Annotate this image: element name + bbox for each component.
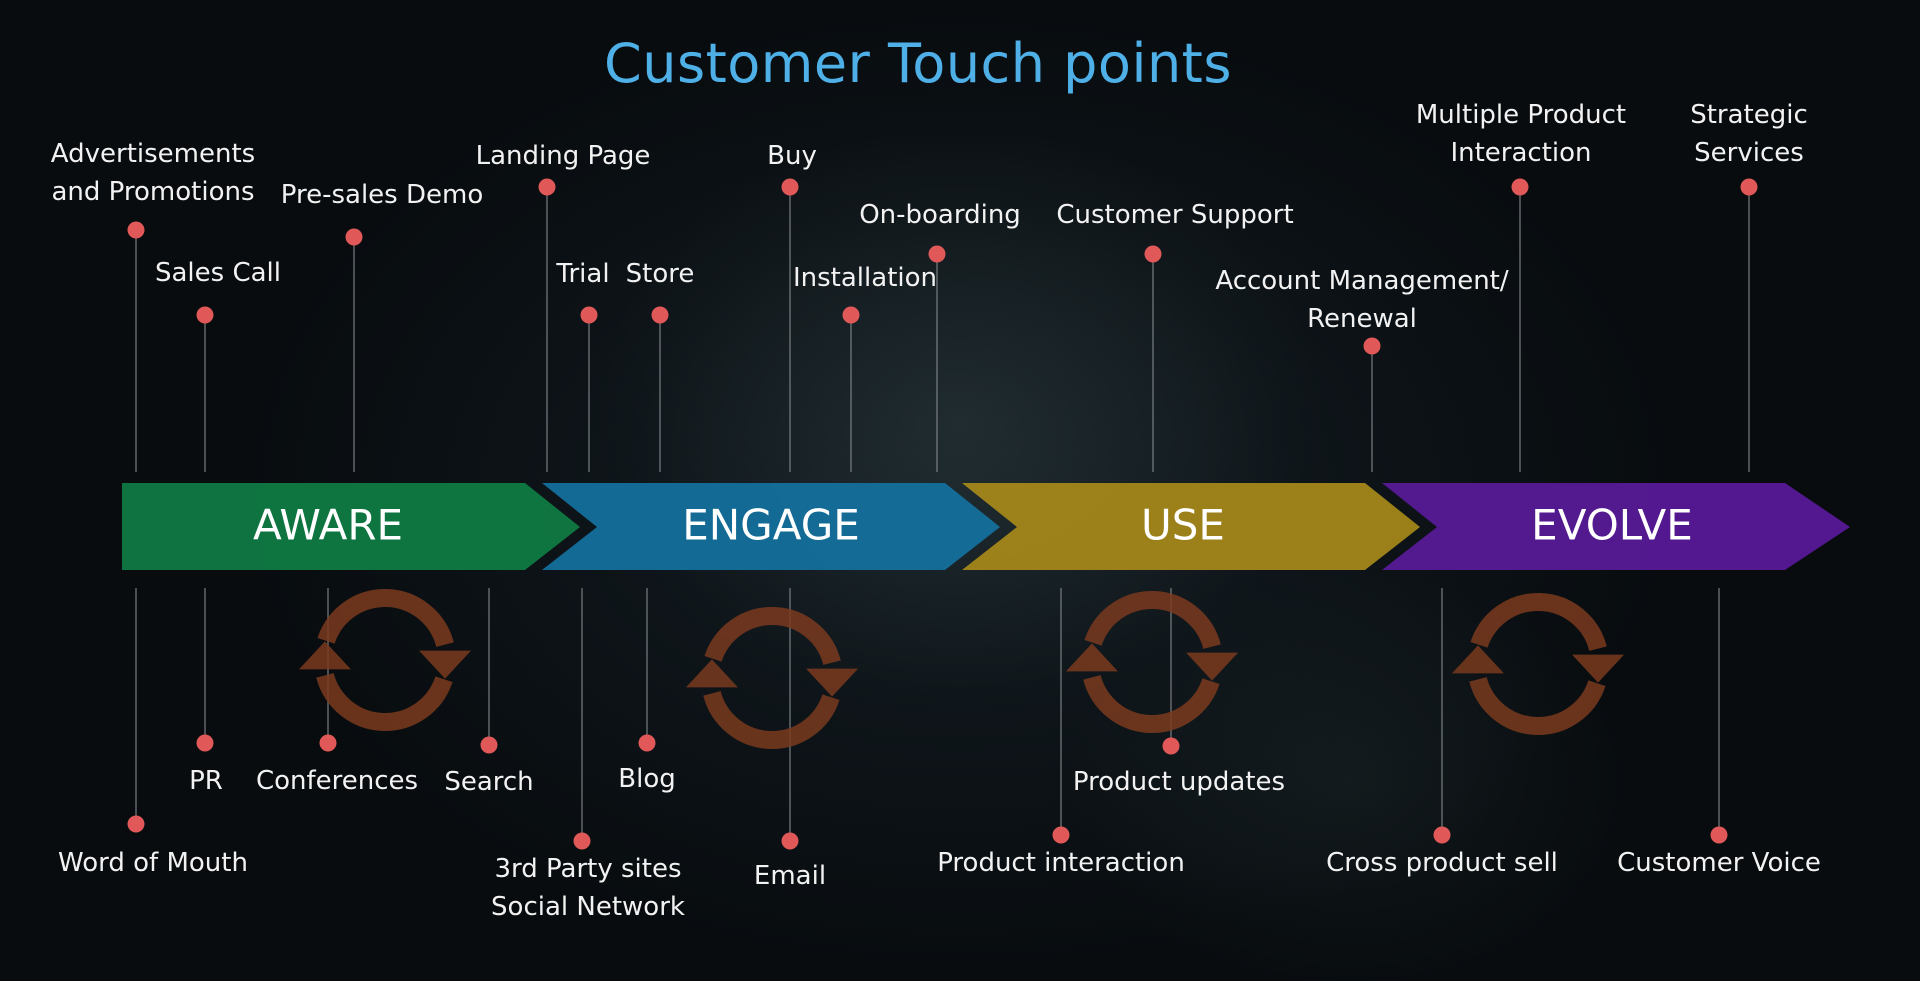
label-landing-page: Landing Page: [475, 141, 651, 171]
dot-product-updates: [1162, 737, 1180, 755]
dot-conferences: [319, 734, 337, 752]
cycle-icon: [1065, 591, 1239, 733]
label-email: Email: [753, 861, 827, 891]
label-cross-product-sell: Cross product sell: [1326, 848, 1558, 878]
dot-installation: [842, 306, 860, 324]
label-product-updates: Product updates: [1072, 767, 1286, 797]
label-installation: Installation: [792, 263, 938, 293]
dot-pr: [196, 734, 214, 752]
stage-arrows: AWARE ENGAGE USE EVOLVE: [122, 483, 1850, 570]
dot-product-interaction: [1052, 826, 1070, 844]
touchpoint-dots: [127, 178, 1758, 850]
label-search: Search: [444, 767, 534, 797]
dot-trial: [580, 306, 598, 324]
label-word-of-mouth: Word of Mouth: [58, 848, 248, 878]
stage-label-aware: AWARE: [253, 501, 403, 550]
dot-on-boarding: [928, 245, 946, 263]
dot-cross-product-sell: [1433, 826, 1451, 844]
label-advertisements: Advertisements and Promotions: [50, 139, 256, 207]
dot-blog: [638, 734, 656, 752]
label-multiple-product: Multiple Product Interaction: [1415, 100, 1627, 168]
label-pr: PR: [189, 766, 223, 796]
label-account-management: Account Management/ Renewal: [1215, 266, 1509, 334]
dot-customer-support: [1144, 245, 1162, 263]
dot-customer-voice: [1710, 826, 1728, 844]
dot-email: [781, 832, 799, 850]
dot-account-management: [1363, 337, 1381, 355]
label-sales-call: Sales Call: [154, 258, 282, 288]
dot-buy: [781, 178, 799, 196]
stage-arrow-evolve: [1382, 483, 1850, 570]
label-on-boarding: On-boarding: [859, 200, 1021, 230]
dot-sales-call: [196, 306, 214, 324]
stage-arrow-use: [962, 483, 1420, 570]
stage-label-engage: ENGAGE: [682, 501, 860, 550]
cycle-icon: [1451, 593, 1625, 735]
dot-strategic-services: [1740, 178, 1758, 196]
diagram-title: Customer Touch points: [604, 32, 1232, 95]
label-trial: Trial: [556, 259, 610, 289]
cycle-icon: [685, 607, 859, 749]
cycle-icon: [298, 589, 472, 731]
stage-arrow-engage: [542, 483, 1000, 570]
stage-label-evolve: EVOLVE: [1531, 501, 1693, 550]
dot-store: [651, 306, 669, 324]
stage-label-use: USE: [1141, 501, 1225, 550]
label-pre-sales-demo: Pre-sales Demo: [280, 180, 484, 210]
dot-landing-page: [538, 178, 556, 196]
connector-lines: [135, 187, 1750, 841]
dot-pre-sales-demo: [345, 228, 363, 246]
dot-word-of-mouth: [127, 815, 145, 833]
label-buy: Buy: [767, 141, 817, 171]
stage-arrow-aware: [122, 483, 580, 570]
label-customer-voice: Customer Voice: [1617, 848, 1821, 878]
label-conferences: Conferences: [255, 766, 419, 796]
label-customer-support: Customer Support: [1056, 200, 1294, 230]
label-strategic-services: Strategic Services: [1690, 100, 1808, 168]
dot-advertisements: [127, 221, 145, 239]
dot-multiple-product: [1511, 178, 1529, 196]
label-product-interaction: Product interaction: [937, 848, 1185, 878]
cycle-icons: [298, 589, 1625, 749]
dot-search: [480, 736, 498, 754]
label-blog: Blog: [618, 764, 676, 794]
label-store: Store: [625, 259, 695, 289]
label-third-party: 3rd Party sites Social Network: [491, 854, 685, 922]
dot-third-party: [573, 832, 591, 850]
